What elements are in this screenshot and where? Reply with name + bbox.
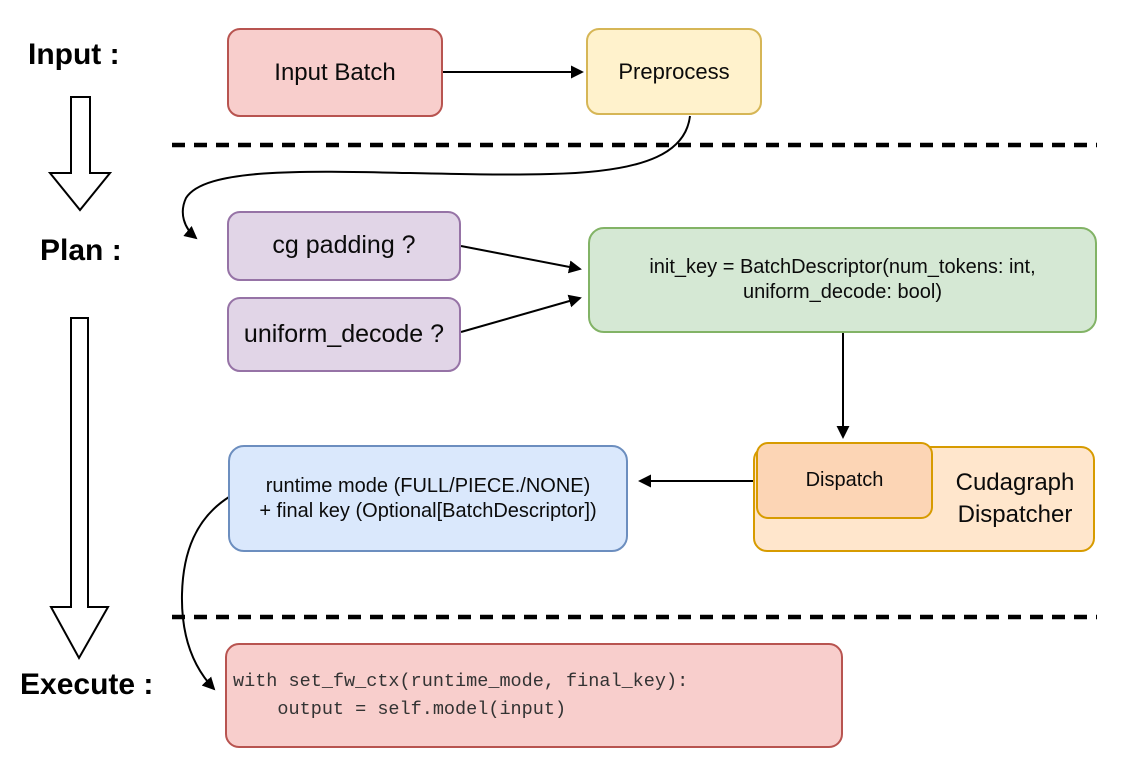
node-execute-code: with set_fw_ctx(runtime_mode, final_key)…: [225, 643, 843, 748]
node-uniform-decode: uniform_decode ?: [227, 297, 461, 372]
node-preprocess-label: Preprocess: [618, 58, 730, 84]
stage-label-input: Input :: [28, 38, 120, 71]
node-dispatch: Dispatch: [756, 442, 933, 519]
execute-code-line1: with set_fw_ctx(runtime_mode, final_key)…: [233, 670, 689, 692]
node-init-key-line2: uniform_decode: bool): [742, 281, 942, 303]
node-runtime-mode: runtime mode (FULL/PIECE./NONE) + final …: [228, 445, 628, 552]
node-init-key: init_key = BatchDescriptor(num_tokens: i…: [588, 227, 1097, 333]
node-uniform-decode-label: uniform_decode ?: [243, 319, 445, 348]
node-init-key-line1: init_key = BatchDescriptor(num_tokens: i…: [649, 256, 1036, 278]
edge-runtime-to-execute: [180, 496, 230, 691]
node-runtime-mode-line2: + final key (Optional[BatchDescriptor]): [259, 499, 597, 522]
node-input-batch: Input Batch: [227, 28, 443, 117]
stage-arrow-input-to-plan-icon: [47, 96, 113, 212]
edge-uniformdecode-to-initkey: [460, 294, 582, 333]
stage-label-execute: Execute :: [20, 668, 154, 701]
node-cg-padding-label: cg padding ?: [272, 231, 416, 260]
node-runtime-mode-line1: runtime mode (FULL/PIECE./NONE): [265, 474, 591, 497]
edge-cgpadding-to-initkey: [460, 245, 582, 274]
stage-arrow-plan-to-execute-icon: [49, 317, 110, 661]
node-input-batch-label: Input Batch: [274, 58, 396, 86]
node-cudagraph-dispatcher-line2: Dispatcher: [957, 501, 1073, 528]
execute-code-line2: output = self.model(input): [233, 698, 567, 720]
edge-preprocess-to-cgpadding: [181, 115, 691, 240]
stage-label-plan: Plan :: [40, 234, 122, 267]
node-cg-padding: cg padding ?: [227, 211, 461, 281]
node-cudagraph-dispatcher-line1: Cudagraph: [955, 468, 1075, 496]
node-preprocess: Preprocess: [586, 28, 762, 115]
node-dispatch-label: Dispatch: [805, 469, 884, 491]
